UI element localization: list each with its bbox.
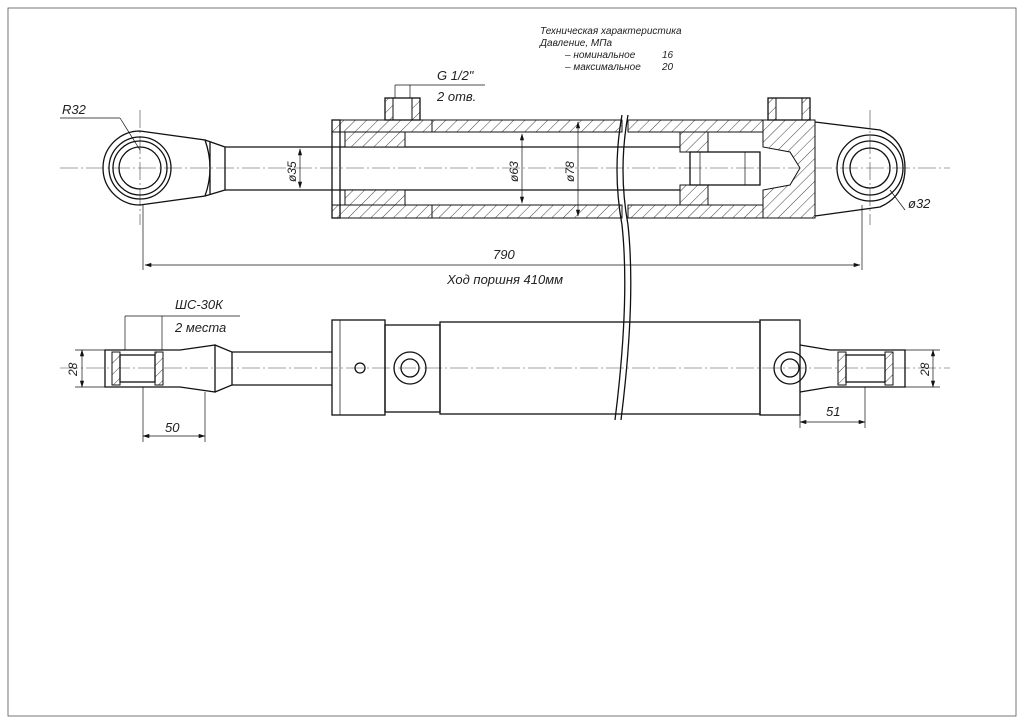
- eye-radius-label: R32: [62, 102, 87, 117]
- left-rod-eye: [102, 130, 226, 206]
- port-thread-label: G 1/2": [437, 68, 475, 83]
- pin-diameter-label: ø32: [908, 196, 931, 211]
- spec-max-label: – максимальное: [564, 62, 641, 73]
- barrel-diameter-label: ø78: [563, 161, 577, 182]
- drawing-frame: [7, 7, 1017, 717]
- bearing-count-label: 2 места: [174, 320, 226, 335]
- spec-nominal-value: 16: [662, 50, 674, 61]
- piston-rod: [225, 146, 690, 191]
- rod-diameter-label: ø35: [285, 161, 299, 182]
- spec-pressure: Давление, МПа: [539, 38, 612, 49]
- port-count-label: 2 отв.: [436, 89, 476, 104]
- stroke-label: Ход поршня 410мм: [446, 272, 563, 287]
- piston: [679, 131, 761, 206]
- port-left: [384, 97, 421, 121]
- spec-max-value: 20: [661, 62, 674, 73]
- port-right: [767, 97, 811, 121]
- barrel: [431, 114, 764, 421]
- right-fork: [799, 344, 906, 393]
- end-cap: [762, 119, 906, 219]
- left-length-label: 50: [165, 420, 180, 435]
- right-length-label: 51: [826, 404, 840, 419]
- overall-length-label: 790: [493, 247, 515, 262]
- spec-nominal-label: – номинальное: [564, 50, 636, 61]
- gland: [331, 119, 433, 219]
- right-width-label: 28: [918, 362, 932, 377]
- left-width-label: 28: [66, 362, 80, 377]
- bottom-rod: [232, 351, 332, 386]
- left-fork: [104, 344, 233, 393]
- spec-title: Техническая характеристика: [540, 26, 682, 37]
- port-boss-right: [773, 351, 807, 385]
- bottom-view-section: [60, 315, 950, 442]
- bearing-label: ШС-30К: [175, 297, 224, 312]
- top-view-section: [60, 84, 950, 421]
- bore-diameter-label: ø63: [507, 161, 521, 182]
- port-boss-left: [393, 351, 427, 385]
